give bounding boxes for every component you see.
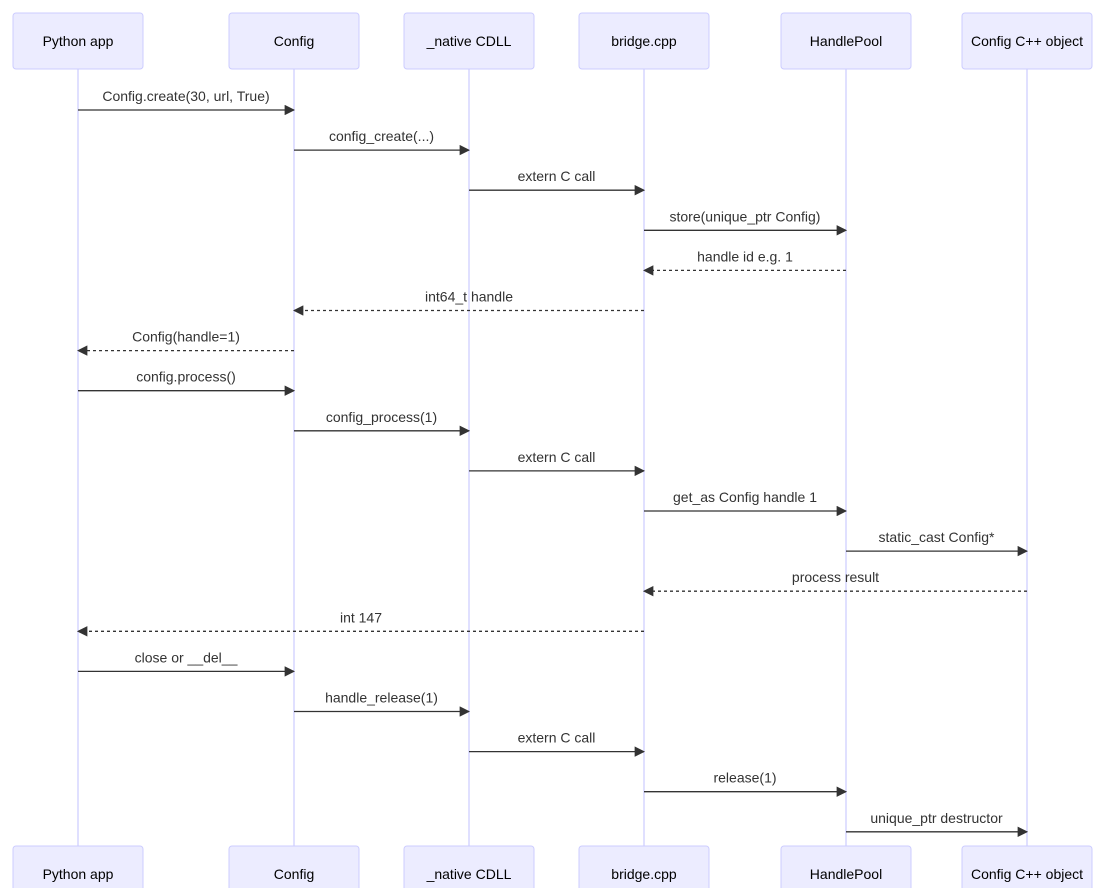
message-2: extern C call xyxy=(469,168,646,196)
message-16: extern C call xyxy=(469,730,646,757)
message-13: int 147 xyxy=(76,609,644,637)
message-9: extern C call xyxy=(469,449,646,477)
participant-box-python_app xyxy=(12,845,144,888)
participant-box-config_cpp_object xyxy=(961,12,1093,70)
message-label: Config.create(30, url, True) xyxy=(102,88,269,104)
message-label: get_as Config handle 1 xyxy=(673,489,817,505)
participant-label-bridge_cpp: bridge.cpp xyxy=(611,866,677,882)
participant-label-config: Config xyxy=(274,866,314,882)
participant-box-python_app xyxy=(12,12,144,70)
message-label: unique_ptr destructor xyxy=(870,810,1003,826)
message-12: process result xyxy=(642,569,1027,597)
message-label: Config(handle=1) xyxy=(132,329,240,345)
participant-python_app-bottom: Python app xyxy=(12,845,144,888)
participant-handle_pool-top: HandlePool xyxy=(780,12,912,70)
participant-label-native_cdll: _native CDLL xyxy=(426,33,512,49)
participant-bridge_cpp-top: bridge.cpp xyxy=(578,12,710,70)
message-label: close or __del__ xyxy=(135,649,238,665)
participant-config-top: Config xyxy=(228,12,360,70)
message-4: handle id e.g. 1 xyxy=(642,248,846,276)
message-label: int 147 xyxy=(340,609,382,625)
participant-label-config: Config xyxy=(274,33,314,49)
participant-label-native_cdll: _native CDLL xyxy=(426,866,512,882)
participant-handle_pool-bottom: HandlePool xyxy=(780,845,912,888)
participant-box-config xyxy=(228,845,360,888)
participant-box-native_cdll xyxy=(403,12,535,70)
participant-box-bridge_cpp xyxy=(578,12,710,70)
message-17: release(1) xyxy=(644,770,848,797)
message-label: extern C call xyxy=(518,449,596,465)
message-18: unique_ptr destructor xyxy=(846,810,1029,837)
participant-native_cdll-top: _native CDLL xyxy=(403,12,535,70)
participant-label-bridge_cpp: bridge.cpp xyxy=(611,33,677,49)
participant-label-handle_pool: HandlePool xyxy=(810,866,882,882)
participants-bottom: Python app Config _native CDLL bridge.cpp Ha… xyxy=(12,845,1093,888)
message-0: Config.create(30, url, True) xyxy=(78,88,296,116)
participant-python_app-top: Python app xyxy=(12,12,144,70)
participant-box-handle_pool xyxy=(780,12,912,70)
participant-box-bridge_cpp xyxy=(578,845,710,888)
message-15: handle_release(1) xyxy=(294,690,471,717)
message-6: Config(handle=1) xyxy=(76,329,294,356)
message-3: store(unique_ptr Config) xyxy=(644,208,848,236)
lifelines xyxy=(77,69,1028,846)
message-11: static_cast Config* xyxy=(846,529,1029,557)
message-10: get_as Config handle 1 xyxy=(644,489,848,517)
participant-label-python_app: Python app xyxy=(43,866,114,882)
participant-config-bottom: Config xyxy=(228,845,360,888)
message-1: config_create(...) xyxy=(294,128,471,156)
participant-box-native_cdll xyxy=(403,845,535,888)
participant-label-config_cpp_object: Config C++ object xyxy=(971,33,1083,49)
participant-config_cpp_object-bottom: Config C++ object xyxy=(961,845,1093,888)
message-label: extern C call xyxy=(518,730,596,746)
participant-label-handle_pool: HandlePool xyxy=(810,33,882,49)
participant-config_cpp_object-top: Config C++ object xyxy=(961,12,1093,70)
message-label: extern C call xyxy=(518,168,596,184)
message-7: config.process() xyxy=(78,369,296,396)
message-label: handle id e.g. 1 xyxy=(697,248,793,264)
participant-box-handle_pool xyxy=(780,845,912,888)
participants-top: Python app Config _native CDLL bridge.cpp Ha… xyxy=(12,12,1093,70)
message-14: close or __del__ xyxy=(78,649,296,677)
message-label: release(1) xyxy=(713,770,776,786)
participant-box-config_cpp_object xyxy=(961,845,1093,888)
messages: Config.create(30, url, True) config_creat… xyxy=(76,88,1029,837)
participant-native_cdll-bottom: _native CDLL xyxy=(403,845,535,888)
message-8: config_process(1) xyxy=(294,409,471,436)
message-label: handle_release(1) xyxy=(325,690,438,706)
message-label: process result xyxy=(792,569,879,585)
message-label: config.process() xyxy=(136,369,236,385)
message-label: config_process(1) xyxy=(326,409,437,425)
participant-bridge_cpp-bottom: bridge.cpp xyxy=(578,845,710,888)
message-5: int64_t handle xyxy=(292,289,644,316)
message-label: int64_t handle xyxy=(425,289,513,305)
participant-box-config xyxy=(228,12,360,70)
message-label: static_cast Config* xyxy=(879,529,995,545)
participant-label-python_app: Python app xyxy=(43,33,114,49)
message-label: config_create(...) xyxy=(329,128,434,144)
message-label: store(unique_ptr Config) xyxy=(670,208,821,224)
participant-label-config_cpp_object: Config C++ object xyxy=(971,866,1083,882)
